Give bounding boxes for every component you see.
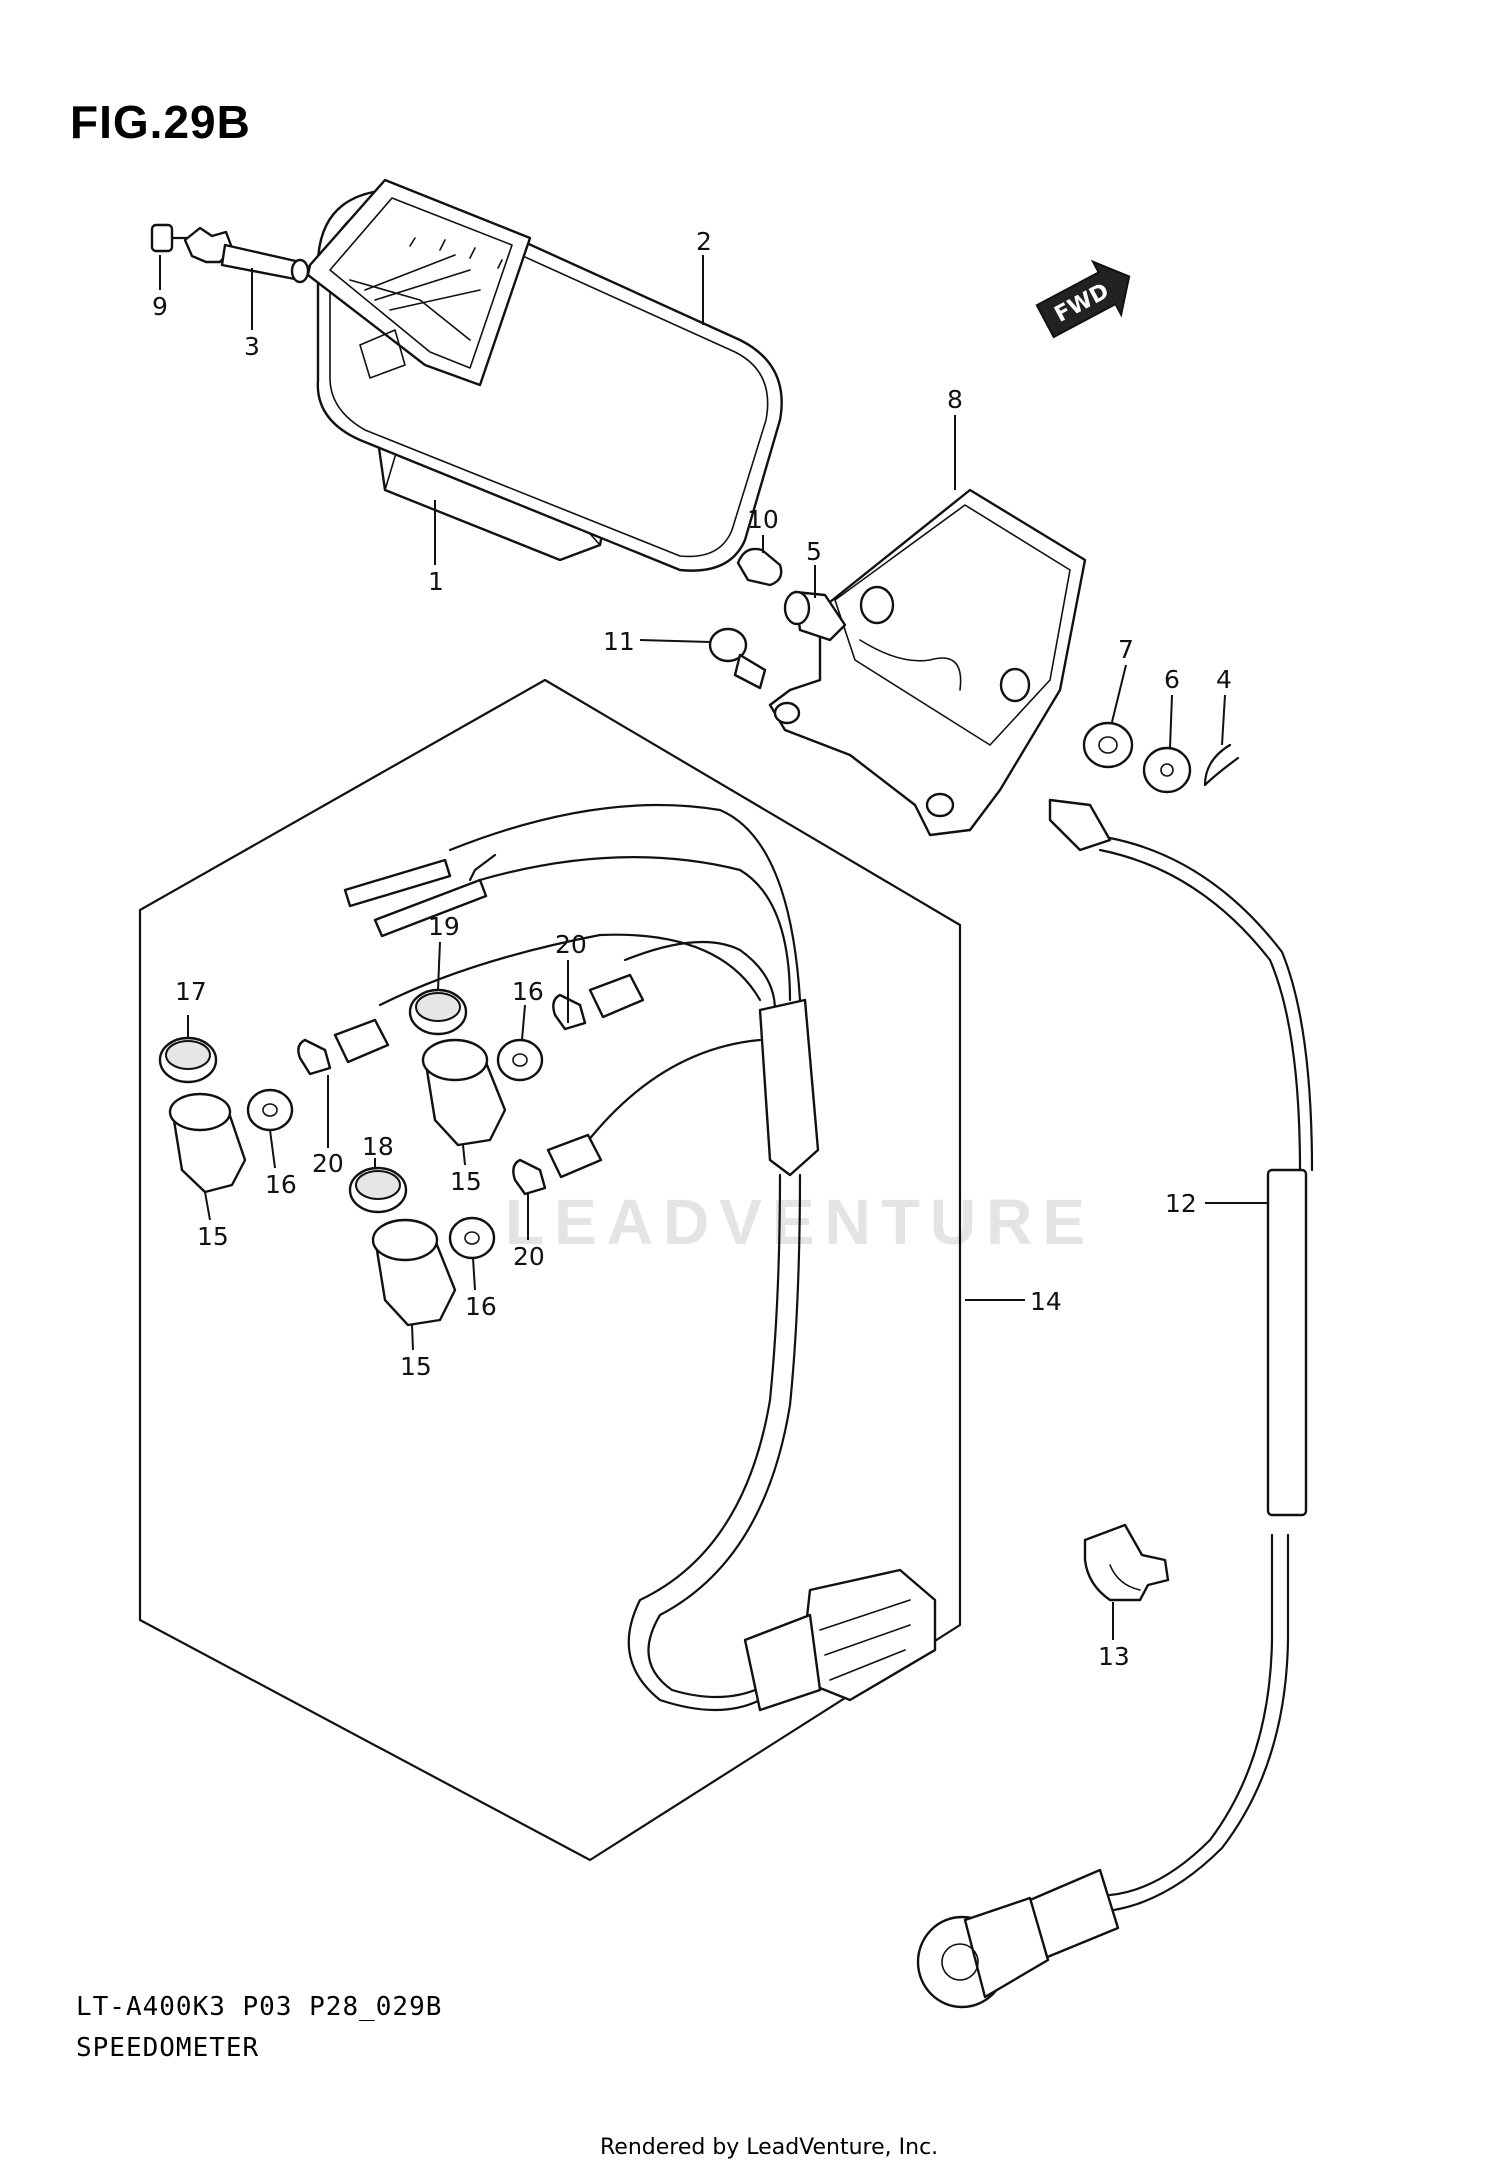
part-3-tube[interactable] — [183, 226, 310, 284]
render-credit: Rendered by LeadVenture, Inc. — [600, 2135, 939, 2160]
part-5-socket[interactable] — [783, 590, 847, 642]
callout-8[interactable]: 8 — [947, 385, 963, 414]
callout-15-a[interactable]: 15 — [197, 1222, 229, 1251]
callout-16-c[interactable]: 16 — [465, 1292, 497, 1321]
callout-18[interactable]: 18 — [362, 1132, 394, 1161]
callout-12[interactable]: 12 — [1165, 1189, 1197, 1218]
part-10-bulb[interactable] — [736, 547, 783, 587]
part-15-boot-a[interactable] — [168, 1092, 247, 1194]
callout-5[interactable]: 5 — [806, 537, 822, 566]
callout-20-b[interactable]: 20 — [555, 930, 587, 959]
part-14-wire-harness[interactable] — [343, 803, 937, 1712]
callout-13[interactable]: 13 — [1098, 1642, 1130, 1671]
part-15-boot-b[interactable] — [421, 1038, 507, 1147]
forward-direction-badge: FWD — [1035, 259, 1131, 339]
callout-14[interactable]: 14 — [1030, 1287, 1062, 1316]
callout-16-a[interactable]: 16 — [265, 1170, 297, 1199]
part-8-bracket[interactable] — [768, 488, 1087, 837]
callout-10[interactable]: 10 — [747, 505, 779, 534]
part-11-bolt[interactable] — [708, 627, 767, 690]
callout-20-a[interactable]: 20 — [312, 1149, 344, 1178]
part-17-grommet[interactable] — [158, 1036, 218, 1084]
part-16-washer-b[interactable] — [496, 1038, 544, 1082]
part-20-bulb-a[interactable] — [297, 1018, 390, 1076]
part-13-cable-clamp[interactable] — [1083, 1523, 1170, 1602]
callout-7[interactable]: 7 — [1118, 635, 1134, 664]
assembly-name: SPEEDOMETER — [76, 2033, 260, 2063]
part-9-screw[interactable] — [150, 223, 192, 253]
part-20-bulb-b[interactable] — [552, 973, 645, 1031]
callout-19[interactable]: 19 — [428, 912, 460, 941]
callout-2[interactable]: 2 — [696, 227, 712, 256]
callout-1[interactable]: 1 — [428, 567, 444, 596]
part-15-boot-c[interactable] — [371, 1218, 457, 1327]
callout-20-c[interactable]: 20 — [513, 1242, 545, 1271]
callout-17[interactable]: 17 — [175, 977, 207, 1006]
speedometer-gauge-face — [306, 178, 532, 387]
callout-11[interactable]: 11 — [603, 627, 635, 656]
callout-15-c[interactable]: 15 — [400, 1352, 432, 1381]
part-19-grommet[interactable] — [408, 988, 468, 1036]
leadventure-watermark: LEADVENTURE — [505, 1186, 1096, 1258]
harness-kit-boundary — [138, 678, 962, 1862]
callout-4[interactable]: 4 — [1216, 665, 1232, 694]
part-12-speedometer-cable[interactable] — [916, 798, 1314, 2009]
callout-3[interactable]: 3 — [244, 332, 260, 361]
callout-16-b[interactable]: 16 — [512, 977, 544, 1006]
callout-9[interactable]: 9 — [152, 292, 168, 321]
callout-15-b[interactable]: 15 — [450, 1167, 482, 1196]
part-20-bulb-c[interactable] — [512, 1133, 603, 1196]
callout-labels: 1 2 3 4 5 6 7 8 9 10 11 12 13 14 15 15 1… — [152, 227, 1232, 1671]
part-16-washer-c[interactable] — [448, 1216, 496, 1260]
part-6-washer[interactable] — [1142, 746, 1192, 794]
model-code: LT-A400K3 P03 P28_029B — [76, 1992, 443, 2022]
figure-title: FIG.29B — [70, 96, 251, 148]
part-4-clip[interactable] — [1203, 743, 1240, 787]
leader-lines — [159, 255, 1268, 1640]
part-7-grommet[interactable] — [1082, 721, 1134, 769]
part-16-washer-a[interactable] — [246, 1088, 294, 1132]
callout-6[interactable]: 6 — [1164, 665, 1180, 694]
part-18-grommet[interactable] — [348, 1166, 408, 1214]
